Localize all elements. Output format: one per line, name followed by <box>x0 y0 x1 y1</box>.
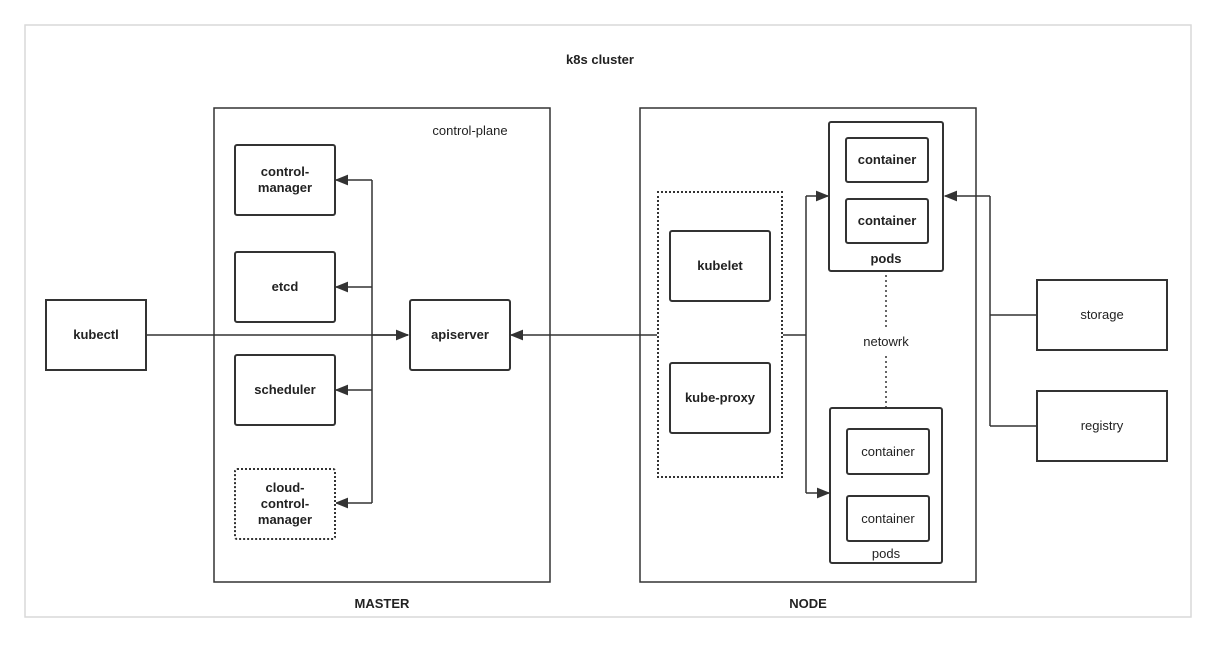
pods-top-label: pods <box>870 251 902 266</box>
cloud-control-manager-box[interactable]: cloud- control- manager <box>234 468 336 540</box>
kubectl-box[interactable]: kubectl <box>45 299 147 371</box>
node-frame <box>639 107 977 583</box>
pods-top-container-2-label: container <box>857 213 917 228</box>
storage-box[interactable]: storage <box>1036 279 1168 351</box>
scheduler-box[interactable]: scheduler <box>234 354 336 426</box>
control-manager-box[interactable]: control- manager <box>234 144 336 216</box>
control-manager-label: control- manager <box>257 164 313 195</box>
cluster-title: k8s cluster <box>566 52 634 67</box>
registry-box[interactable]: registry <box>1036 390 1168 462</box>
pods-bottom-container-1[interactable]: container <box>846 428 930 475</box>
etcd-label: etcd <box>271 279 299 294</box>
apiserver-box[interactable]: apiserver <box>409 299 511 371</box>
apiserver-label: apiserver <box>431 327 489 342</box>
kubectl-label: kubectl <box>73 327 119 342</box>
registry-label: registry <box>1080 418 1124 433</box>
master-frame <box>213 107 551 583</box>
kube-proxy-label: kube-proxy <box>684 390 756 405</box>
pods-top-container-1-label: container <box>857 152 917 167</box>
pods-bottom-container-1-label: container <box>861 443 915 459</box>
pods-bottom-container-2[interactable]: container <box>846 495 930 542</box>
pods-bottom-container-2-label: container <box>861 510 915 526</box>
network-label: netowrk <box>863 334 909 349</box>
pods-bottom-label: pods <box>871 546 901 561</box>
scheduler-label: scheduler <box>254 382 316 397</box>
cloud-control-manager-label: cloud- control- manager <box>257 480 313 527</box>
kube-proxy-box[interactable]: kube-proxy <box>669 362 771 434</box>
master-caption: MASTER <box>354 596 410 611</box>
pods-top-container-1[interactable]: container <box>845 137 929 183</box>
node-caption: NODE <box>789 596 827 611</box>
cluster-frame <box>24 24 1192 618</box>
etcd-box[interactable]: etcd <box>234 251 336 323</box>
pods-top-container-2[interactable]: container <box>845 198 929 244</box>
kubelet-box[interactable]: kubelet <box>669 230 771 302</box>
control-plane-label: control-plane <box>432 123 508 138</box>
storage-label: storage <box>1080 307 1124 322</box>
kubelet-label: kubelet <box>697 258 743 273</box>
